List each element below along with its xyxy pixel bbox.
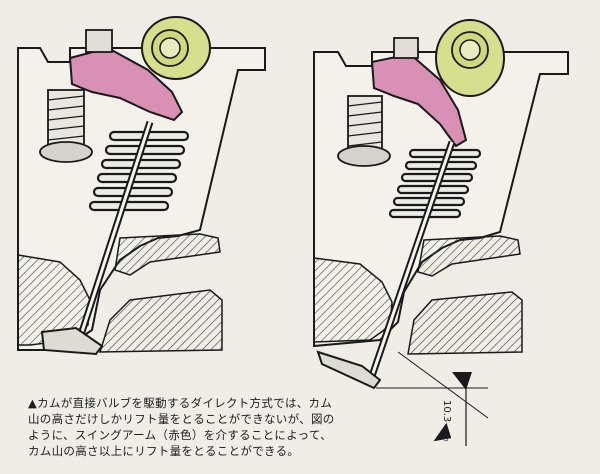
figure-caption: ▲カムが直接バルブを駆動するダイレクト方式では、カム 山の高さだけしかリフト量を… bbox=[28, 395, 408, 459]
caption-line: ように、スイングアーム（赤色）を介することによって、 bbox=[28, 428, 332, 442]
left-valve-head bbox=[40, 326, 104, 356]
lift-dimension: 10.3 mm bbox=[376, 351, 489, 446]
right-swing-arm bbox=[370, 52, 468, 148]
left-port-hatch bbox=[17, 254, 91, 346]
right-combustion-chamber bbox=[407, 291, 523, 355]
lift-value: 10.3 bbox=[441, 400, 452, 422]
caption-line: 山の高さだけしかリフト量をとることができないが、図の bbox=[28, 412, 335, 426]
left-diagram bbox=[17, 16, 266, 356]
right-cooling-passage bbox=[417, 235, 521, 277]
left-arm-adjust-nut bbox=[85, 29, 113, 53]
right-valve-head bbox=[316, 350, 382, 390]
lift-arrow-top-icon bbox=[452, 372, 472, 390]
caption-line: ▲カムが直接バルブを駆動するダイレクト方式では、カム bbox=[28, 396, 333, 410]
lift-arrow-bottom-icon bbox=[433, 422, 452, 442]
left-cooling-passage bbox=[114, 233, 221, 276]
left-swing-arm bbox=[68, 46, 184, 122]
right-pivot-nut bbox=[337, 145, 391, 167]
right-arm-adjust-nut bbox=[393, 37, 419, 59]
left-combustion-chamber bbox=[98, 289, 223, 353]
caption-line: カム山の高さ以上にリフト量をとることができる。 bbox=[28, 444, 300, 458]
left-adjuster-bolt bbox=[47, 89, 85, 151]
right-diagram: 10.3 mm bbox=[313, 19, 569, 446]
lift-unit: mm bbox=[442, 428, 450, 442]
left-pivot-nut bbox=[39, 141, 93, 163]
